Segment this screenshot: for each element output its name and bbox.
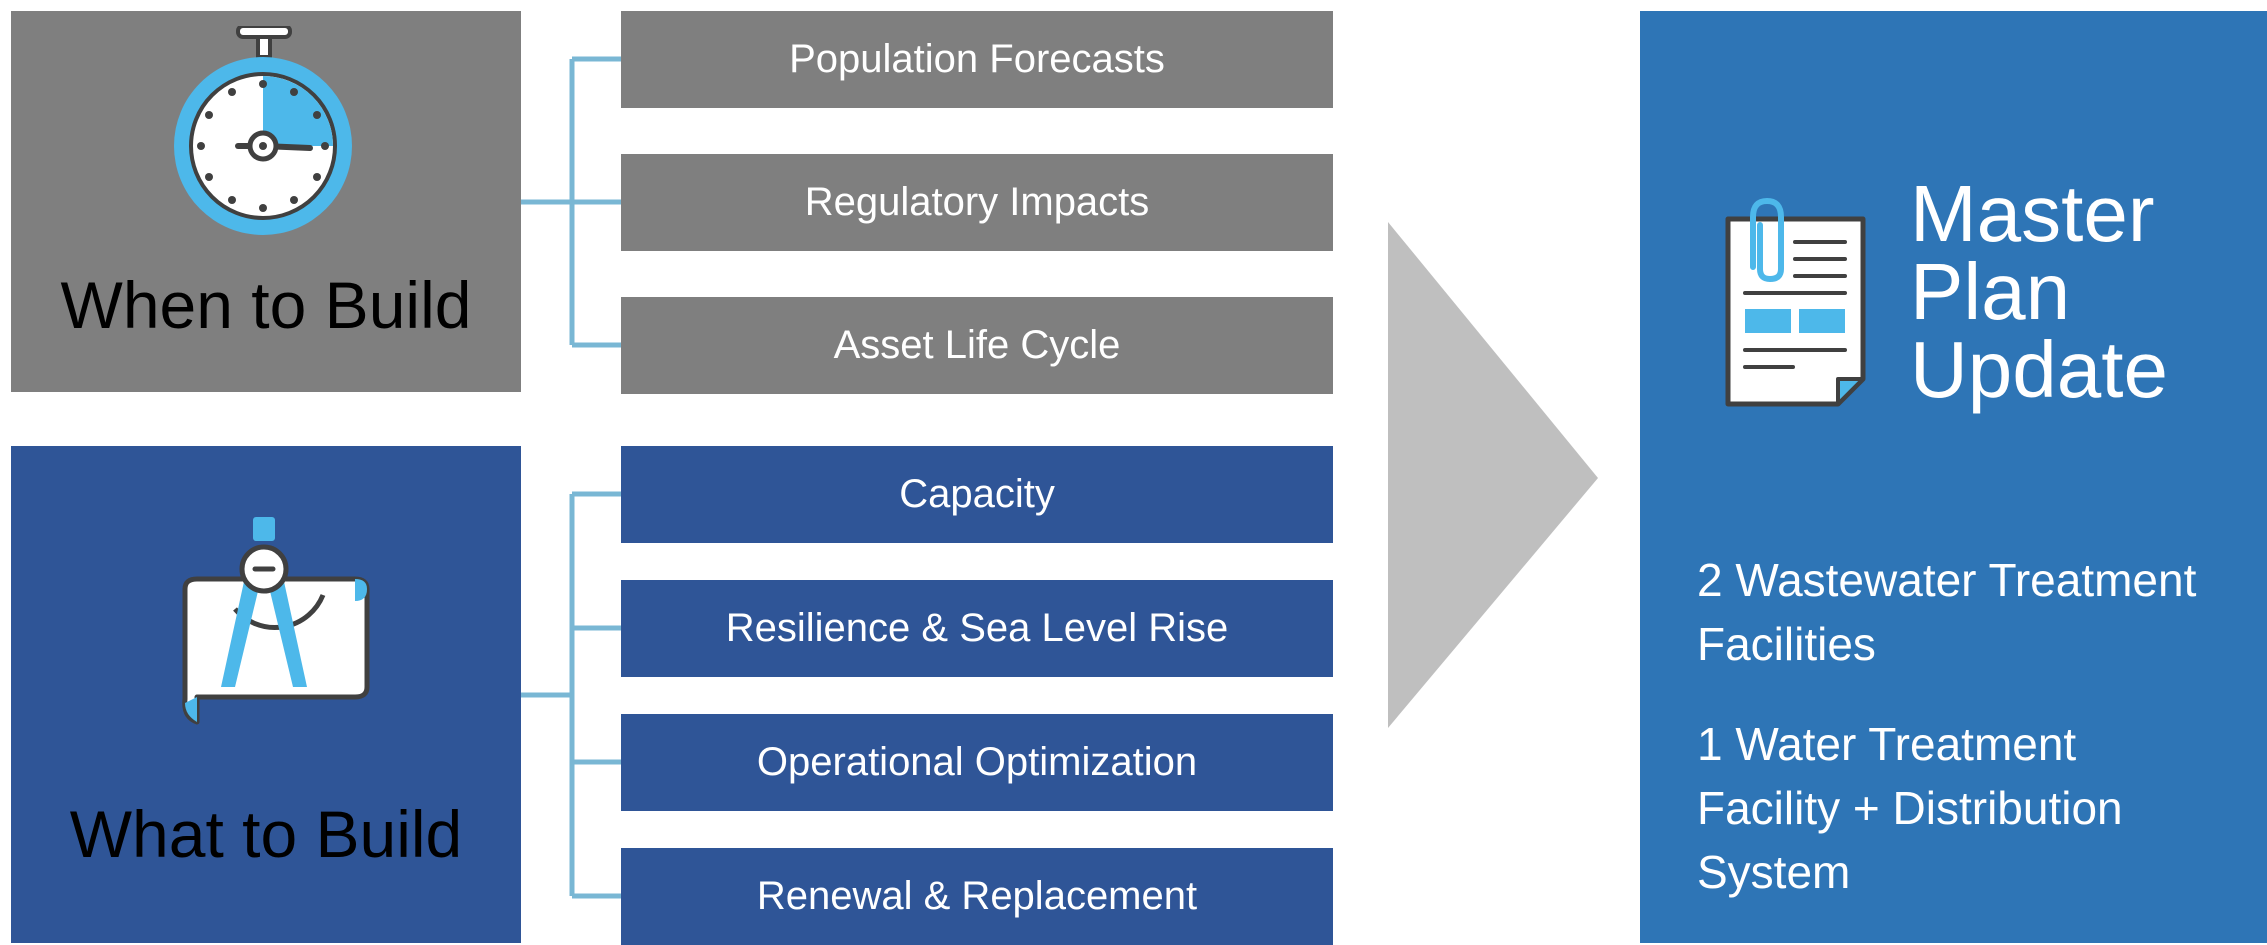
compass-blueprint-icon xyxy=(182,517,370,725)
master-plan-title: Master Plan Update xyxy=(1910,169,2250,414)
item-resilience-sea-level-rise: Resilience & Sea Level Rise xyxy=(621,580,1333,677)
item-renewal-replacement: Renewal & Replacement xyxy=(621,848,1333,945)
item-capacity: Capacity xyxy=(621,446,1333,543)
item-regulatory-impacts: Regulatory Impacts xyxy=(621,154,1333,251)
stopwatch-icon xyxy=(174,26,352,235)
master-plan-panel xyxy=(1640,11,2267,943)
item-operational-optimization: Operational Optimization xyxy=(621,714,1333,811)
master-plan-title-line: Master xyxy=(1910,169,2155,258)
what-to-build-title: What to Build xyxy=(69,797,463,871)
master-plan-item-water-treatment: 1 Water Treatment Facility + Distributio… xyxy=(1697,718,2123,898)
right-chevron-arrow xyxy=(1388,222,1598,728)
master-plan-title-line: Plan xyxy=(1910,247,2071,336)
item-asset-life-cycle: Asset Life Cycle xyxy=(621,297,1333,394)
master-plan-item-wastewater: 2 Wastewater Treatment Facilities xyxy=(1697,554,2197,670)
when-to-build-title: When to Build xyxy=(60,268,472,342)
item-population-forecasts: Population Forecasts xyxy=(621,11,1333,108)
document-paperclip-icon xyxy=(1725,197,1866,407)
master-plan-title-line: Update xyxy=(1910,325,2168,414)
